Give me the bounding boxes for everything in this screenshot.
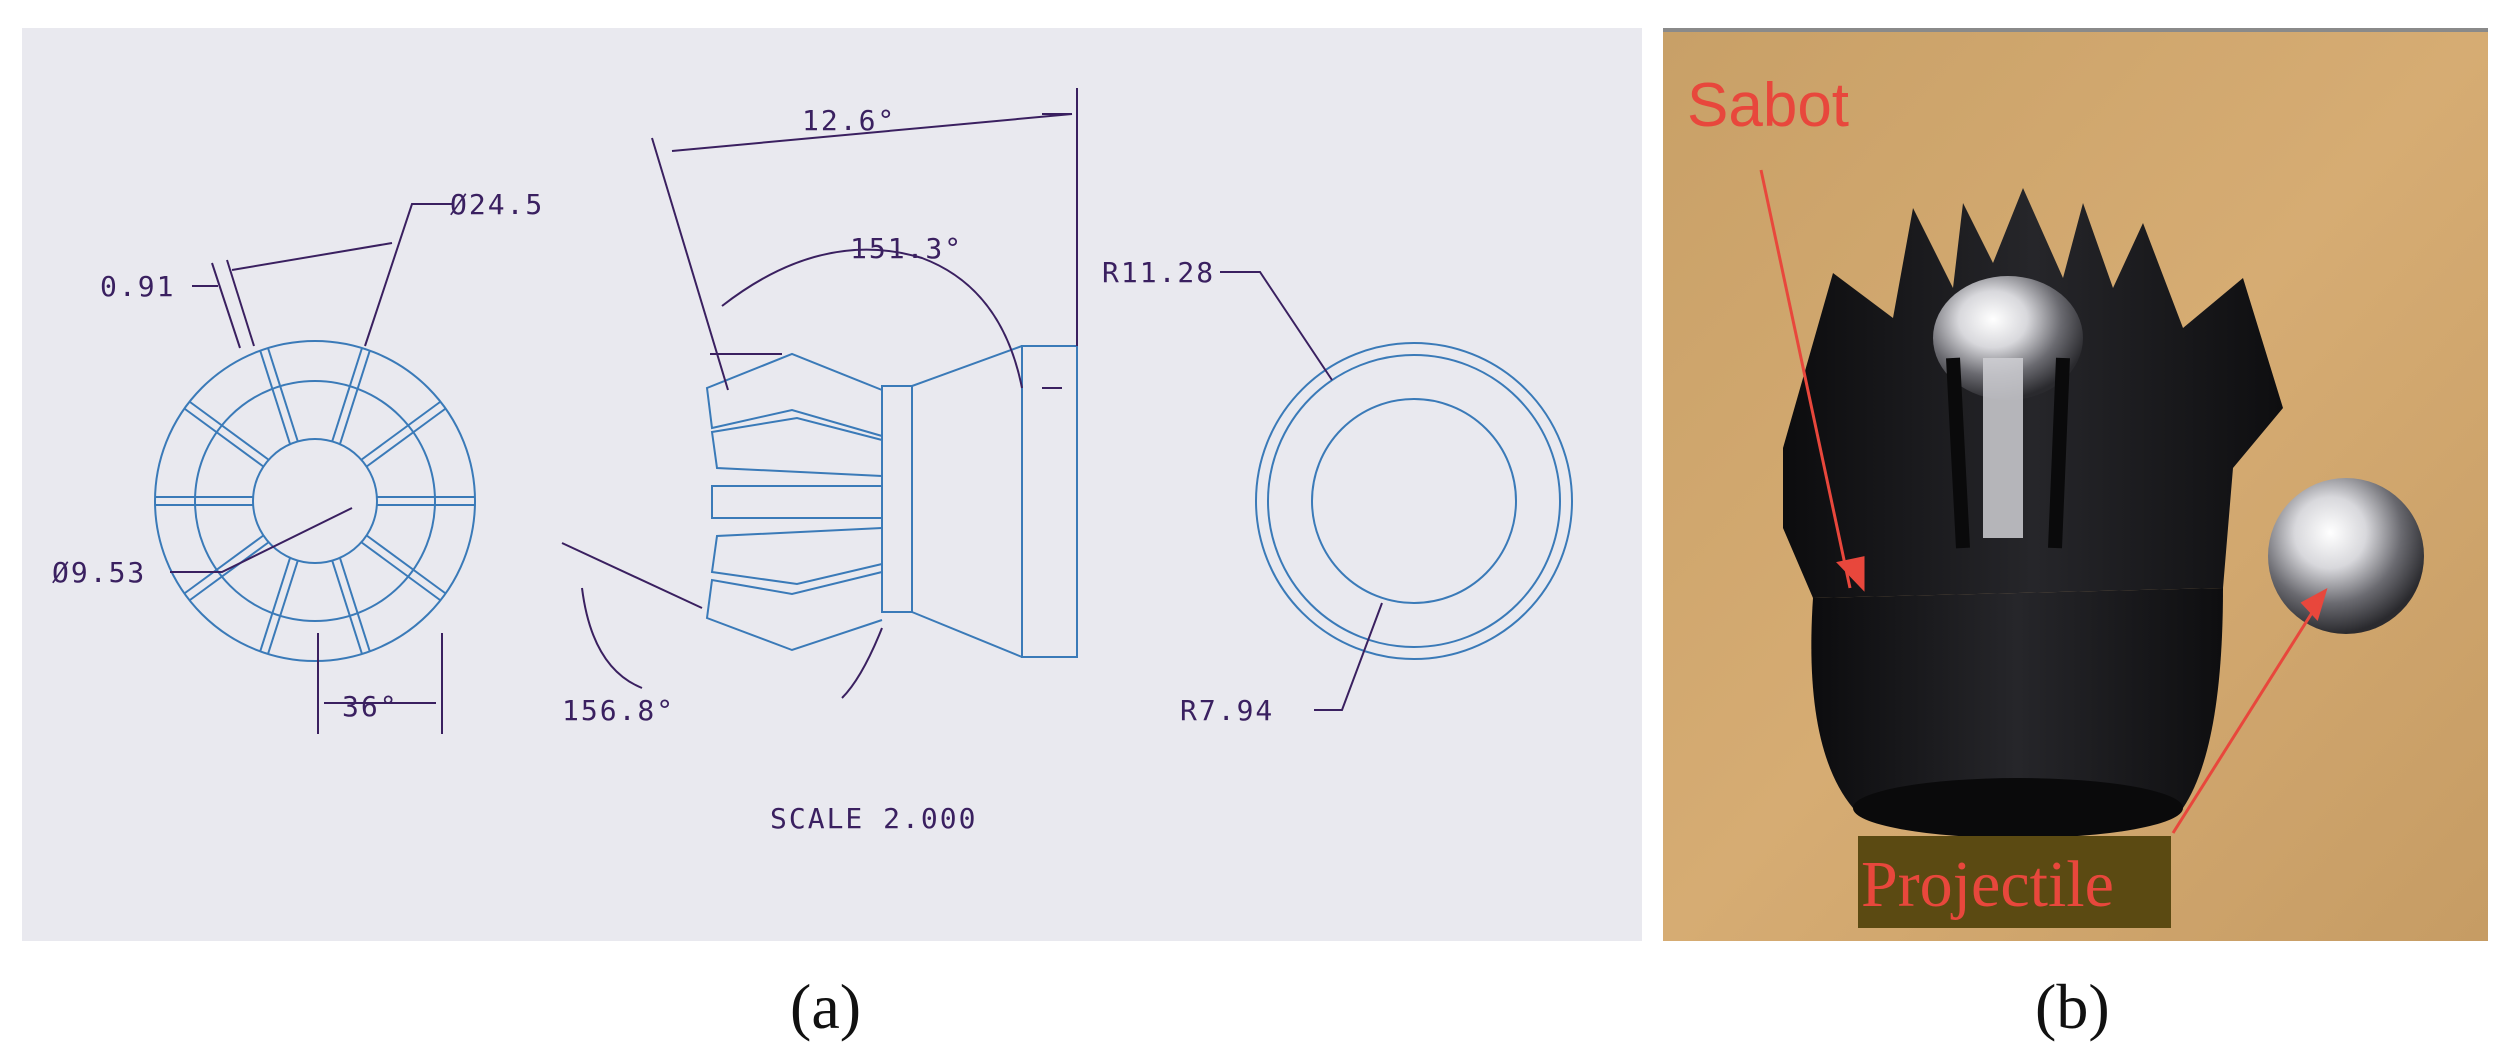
side-view (705, 345, 1078, 658)
projectile-label: Projectile (1861, 848, 2114, 921)
scale-note: SCALE 2.000 (770, 802, 977, 835)
sabot-label: Sabot (1687, 71, 1849, 140)
sabot-photo-panel: Sabot Projectile (1663, 28, 2488, 941)
end-mid-circle (1267, 354, 1561, 648)
caption-a: (a) (790, 971, 862, 1042)
dim-wall-thickness: 0.91 (100, 270, 175, 303)
outer-circle (154, 340, 476, 662)
finger-upper-1 (705, 352, 883, 437)
dim-bore-diameter: Ø9.53 (52, 556, 146, 589)
dim-outer-diameter: Ø24.5 (450, 188, 544, 221)
side-view-dimensions (561, 88, 1078, 699)
dim-inner-radius: R7.94 (1180, 694, 1274, 727)
end-view (1255, 342, 1573, 660)
dim-taper-angle: 12.6° (802, 104, 896, 137)
projectile-label-box (1858, 836, 2171, 928)
bore-circle (252, 438, 378, 564)
base-flange (1021, 345, 1078, 658)
technical-drawing-panel: Ø24.5 0.91 Ø9.53 36° 12.6 (22, 28, 1642, 941)
end-inner-circle (1311, 398, 1517, 604)
dim-slot-angle: 36° (342, 690, 399, 723)
cone-body (911, 345, 1023, 658)
dim-included-angle-bottom: 156.8° (562, 694, 675, 727)
dim-included-angle-top: 151.3° (850, 232, 963, 265)
end-outer-circle (1255, 342, 1573, 660)
finger-lower-2 (705, 571, 883, 652)
radial-slots (155, 347, 475, 655)
photo-canvas: Sabot Projectile (1663, 28, 2488, 941)
neck (881, 385, 913, 613)
end-view-dimensions (1220, 271, 1383, 711)
caption-b: (b) (2035, 971, 2110, 1042)
mid-circle (194, 380, 436, 622)
front-view (154, 340, 476, 662)
drawing-canvas: Ø24.5 0.91 Ø9.53 36° 12.6 (52, 88, 1573, 835)
sabot-object (1783, 188, 2283, 838)
label-arrows (1759, 169, 2328, 834)
sabot-base (1811, 588, 2223, 833)
finger-lower-1 (710, 527, 883, 586)
finger-upper-2 (710, 416, 883, 477)
front-view-dimensions (170, 203, 452, 734)
projectile-ball (2268, 478, 2424, 634)
ball-in-sabot (1933, 276, 2083, 400)
finger-mid (711, 485, 882, 519)
dim-outer-radius: R11.28 (1102, 256, 1215, 289)
